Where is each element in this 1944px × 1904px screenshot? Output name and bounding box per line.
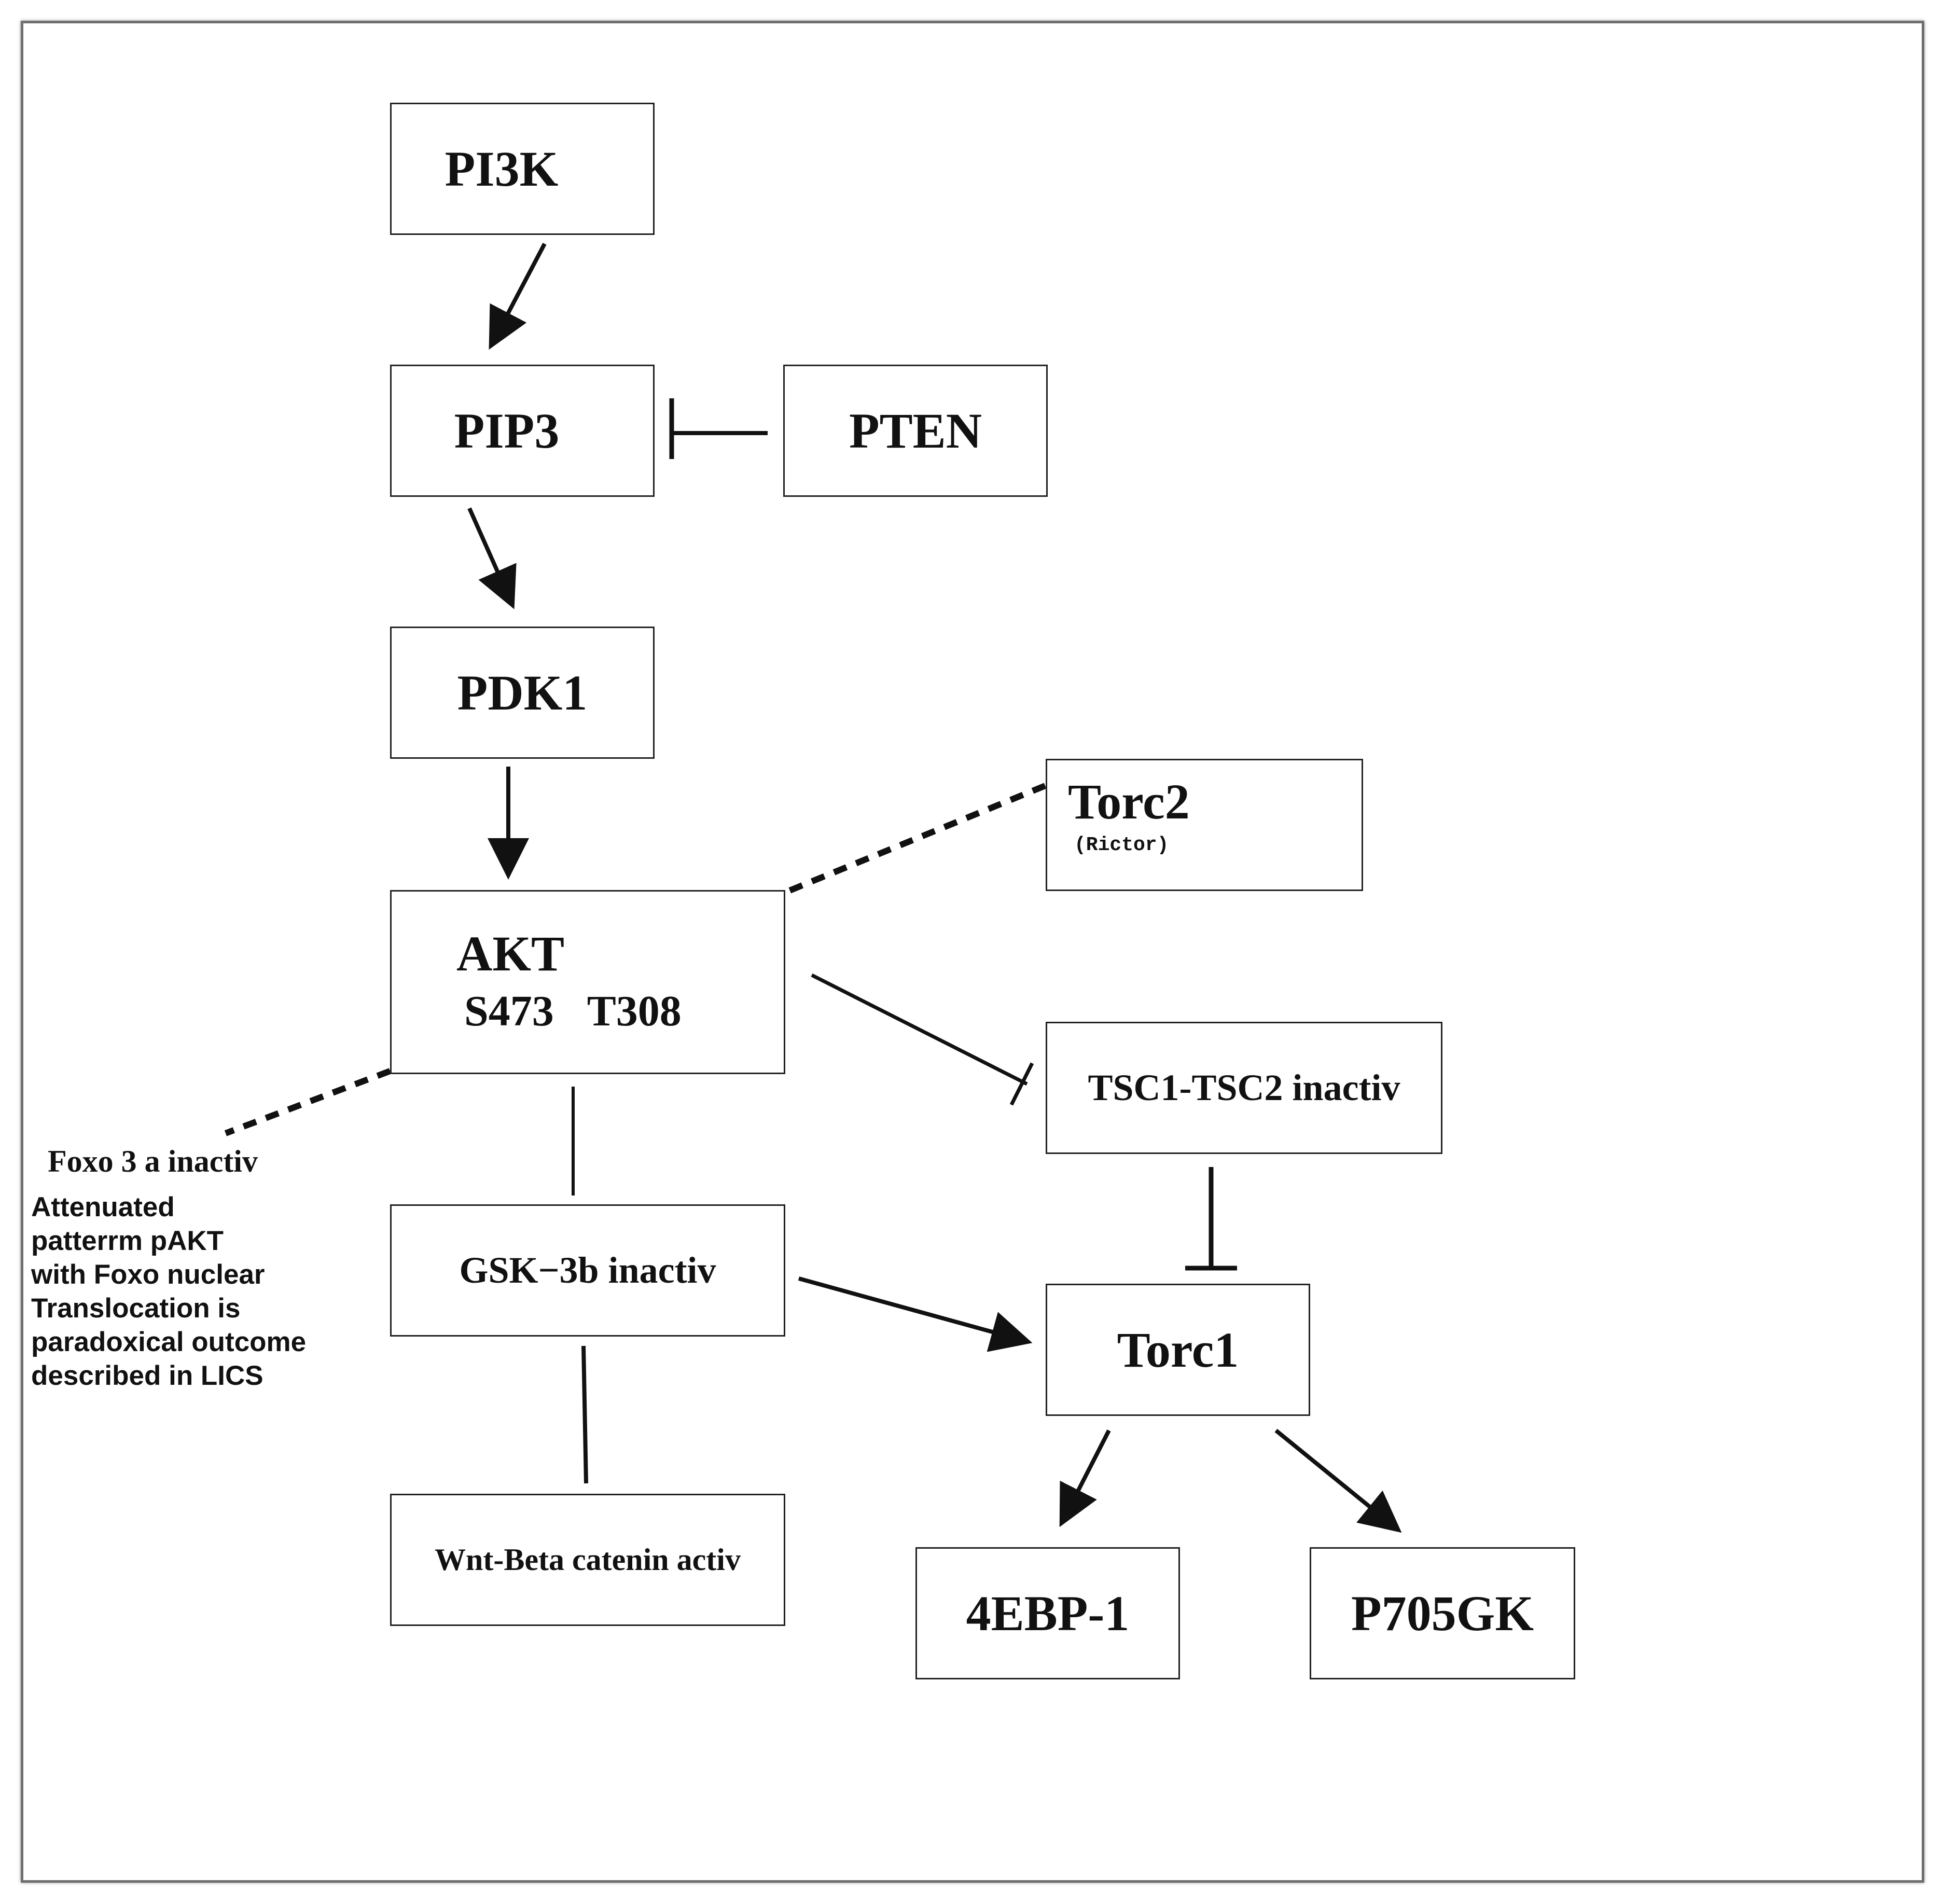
arrow-pip3-pdk1	[467, 507, 517, 609]
node-akt: AKT S473 T308	[390, 890, 785, 1074]
foxo-note: Attenuated patterrm pAKT with Foxo nucle…	[31, 1190, 306, 1393]
node-torc1-label: Torc1	[1117, 1322, 1239, 1378]
dashed-link-akt-foxo	[224, 1068, 392, 1136]
node-pdk1-label: PDK1	[457, 665, 588, 720]
node-torc2: Torc2 (Rictor)	[1046, 759, 1363, 891]
node-gsk3b: GSK−3b inactiv	[390, 1204, 785, 1337]
foxo-note-line: paradoxical outcome	[31, 1327, 307, 1357]
inhibit-tsc-torc1	[1185, 1167, 1237, 1271]
node-pi3k: PI3K	[390, 103, 655, 235]
akt-site-t308: T308	[587, 987, 682, 1035]
arrow-torc1-p705gk	[1274, 1428, 1402, 1533]
node-pi3k-label: PI3K	[445, 141, 559, 197]
foxo-note-line: patterrm pAKT	[31, 1226, 224, 1256]
node-tsc1-tsc2: TSC1-TSC2 inactiv	[1046, 1022, 1442, 1154]
node-pdk1: PDK1	[390, 627, 655, 759]
foxo-note-line: Attenuated	[31, 1192, 175, 1222]
node-wnt-label: Wnt-Beta catenin activ	[435, 1542, 741, 1577]
node-wnt: Wnt-Beta catenin activ	[390, 1494, 785, 1626]
arrow-gsk-torc1	[798, 1276, 1033, 1352]
arrow-pi3k-pip3	[489, 243, 547, 350]
inhibit-pten-pip3	[669, 398, 768, 459]
foxo-note-line: with Foxo nuclear	[31, 1259, 265, 1290]
foxo-note-line: described in LICS	[31, 1360, 263, 1391]
node-torc1: Torc1	[1046, 1284, 1310, 1416]
node-pip3-label: PIP3	[454, 403, 560, 458]
foxo-note-line: Translocation is	[31, 1293, 241, 1324]
link-gsk-wnt	[581, 1345, 588, 1484]
node-akt-label: AKT	[456, 926, 565, 981]
node-p705gk: P705GK	[1310, 1547, 1575, 1679]
akt-site-s473: S473	[464, 987, 554, 1035]
node-4ebp1-label: 4EBP-1	[966, 1586, 1130, 1641]
dashed-link-torc2-akt	[784, 783, 1047, 895]
node-pten: PTEN	[783, 365, 1048, 497]
inhibit-akt-tsc	[811, 973, 1034, 1106]
node-torc2-label: Torc2	[1068, 774, 1190, 829]
diagram-frame	[21, 21, 1924, 1883]
arrow-torc1-4ebp1	[1059, 1429, 1111, 1527]
node-pten-label: PTEN	[849, 403, 982, 458]
node-pip3: PIP3	[390, 365, 655, 497]
node-gsk3b-label: GSK−3b inactiv	[459, 1249, 716, 1291]
node-p705gk-label: P705GK	[1351, 1586, 1534, 1641]
foxo-label: Foxo 3 a inactiv	[48, 1144, 258, 1178]
node-tsc1-tsc2-label: TSC1-TSC2 inactiv	[1088, 1067, 1400, 1108]
node-torc2-sublabel: (Rictor)	[1074, 834, 1169, 856]
node-4ebp1: 4EBP-1	[915, 1547, 1180, 1679]
node-akt-sites: S473 T308	[464, 986, 682, 1036]
